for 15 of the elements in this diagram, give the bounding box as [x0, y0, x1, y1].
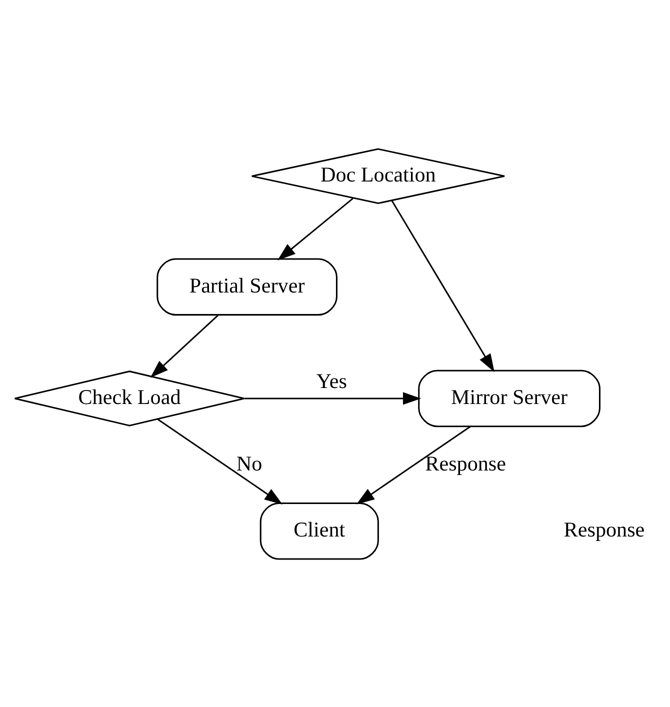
arrow	[244, 392, 422, 404]
node-diamond: Check Load	[14, 370, 245, 426]
node-diamond: Doc Location	[251, 148, 506, 204]
node-box: Client	[260, 502, 379, 560]
node-box: Mirror Server	[418, 369, 600, 427]
edge-label: No	[236, 450, 262, 475]
arrow	[356, 425, 471, 504]
arrow	[157, 418, 283, 504]
arrow	[150, 314, 218, 378]
label: Response	[564, 517, 645, 542]
arrow	[277, 197, 354, 260]
edge-label: Response	[425, 450, 506, 475]
edge-label: Yes	[316, 368, 348, 393]
node-box: Partial Server	[156, 258, 338, 316]
arrow	[391, 200, 494, 372]
